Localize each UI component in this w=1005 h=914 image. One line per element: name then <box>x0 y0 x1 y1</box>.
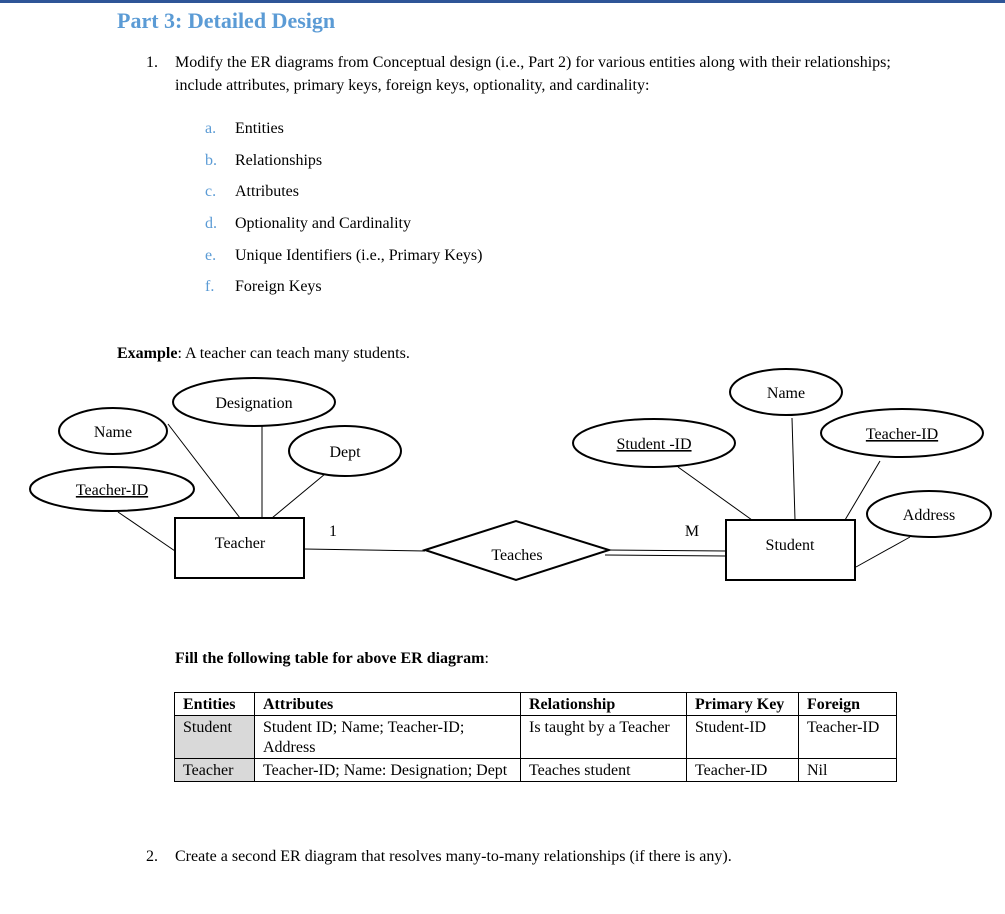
label-teacher-id: Teacher-ID <box>76 482 148 499</box>
label-address: Address <box>903 507 955 524</box>
cell-primary-key: Teacher-ID <box>686 758 799 782</box>
list-text: Optionality and Cardinality <box>235 215 411 232</box>
header-rule <box>0 0 1005 3</box>
question-number: 2. <box>146 848 158 865</box>
attribute-designation <box>172 377 336 427</box>
list-item: e. Unique Identifiers (i.e., Primary Keys… <box>205 247 482 265</box>
question-2: 2. Create a second ER diagram that resol… <box>146 848 732 866</box>
question-text: Modify the ER diagrams from Conceptual d… <box>175 54 891 94</box>
connectors <box>117 417 911 568</box>
label-name: Name <box>94 424 132 441</box>
connector <box>271 473 326 519</box>
list-item: a. Entities <box>205 120 284 138</box>
table-header-row: Entities Attributes Relationship Primary… <box>174 692 897 716</box>
connector <box>117 511 176 552</box>
label-student: Student <box>766 537 815 554</box>
cell-foreign: Teacher-ID <box>798 715 897 759</box>
label-student-id: Student -ID <box>616 436 691 453</box>
entity-teacher <box>174 517 305 579</box>
connector <box>844 460 881 521</box>
example-text: : A teacher can teach many students. <box>177 345 410 362</box>
attribute-student-name <box>729 368 843 416</box>
list-letter: b. <box>205 152 217 169</box>
label-dept: Dept <box>329 444 361 461</box>
page-title: Part 3: Detailed Design <box>117 8 336 33</box>
connector <box>167 423 241 519</box>
cell-attributes: Teacher-ID; Name: Designation; Dept <box>254 758 521 782</box>
label-student-name: Name <box>767 385 805 402</box>
connector <box>604 554 727 557</box>
header-attributes: Attributes <box>254 692 521 716</box>
table-row: Teacher Teacher-ID; Name: Designation; D… <box>174 758 897 782</box>
list-item: b. Relationships <box>205 152 322 170</box>
header-primary-key: Primary Key <box>686 692 799 716</box>
attribute-name <box>58 407 168 455</box>
header-foreign: Foreign <box>798 692 897 716</box>
connector <box>604 549 727 552</box>
connector <box>677 466 753 521</box>
list-letter: f. <box>205 278 215 295</box>
attribute-foreign-teacher-id <box>820 408 984 458</box>
list-letter: c. <box>205 183 217 200</box>
list-text: Attributes <box>235 183 299 200</box>
cardinality-many: M <box>685 523 699 540</box>
list-item: f. Foreign Keys <box>205 278 322 296</box>
example: Example: A teacher can teach many studen… <box>117 345 410 363</box>
example-label: Example <box>117 345 178 362</box>
list-text: Entities <box>235 120 284 137</box>
attribute-address <box>866 490 992 538</box>
relationship-teaches <box>421 519 613 582</box>
instruction-text: Fill the following table for above ER di… <box>175 650 485 667</box>
label-designation: Designation <box>215 395 292 412</box>
question-text: Create a second ER diagram that resolves… <box>175 848 732 865</box>
list-text: Relationships <box>235 152 323 169</box>
list-letter: d. <box>205 215 217 232</box>
header-relationship: Relationship <box>520 692 687 716</box>
list-item: d. Optionality and Cardinality <box>205 215 411 233</box>
attribute-student-id <box>572 418 736 468</box>
table-row: Student Student ID; Name; Teacher-ID; Ad… <box>174 715 897 759</box>
cell-entity: Teacher <box>174 758 255 782</box>
cell-primary-key: Student-ID <box>686 715 799 759</box>
cell-entity: Student <box>174 715 255 759</box>
cell-relationship: Teaches student <box>520 758 687 782</box>
cell-attributes: Student ID; Name; Teacher-ID; Address <box>254 715 521 759</box>
list-text: Unique Identifiers (i.e., Primary Keys) <box>235 247 483 264</box>
header-entities: Entities <box>174 692 255 716</box>
connector <box>855 536 911 568</box>
entity-student <box>725 519 856 581</box>
list-text: Foreign Keys <box>235 278 322 295</box>
attribute-teacher-id <box>29 466 195 512</box>
list-letter: e. <box>205 247 217 264</box>
table-instruction: Fill the following table for above ER di… <box>175 650 489 668</box>
instruction-colon: : <box>484 650 489 667</box>
er-table: Entities Attributes Relationship Primary… <box>174 692 897 782</box>
list-letter: a. <box>205 120 217 137</box>
list-item: c. Attributes <box>205 183 299 201</box>
connector <box>791 417 796 521</box>
er-diagram: Designation Name Dept Teacher-ID Teacher… <box>29 368 992 582</box>
label-teaches: Teaches <box>491 547 542 564</box>
cardinality-one: 1 <box>329 523 337 540</box>
cell-foreign: Nil <box>798 758 897 782</box>
connector <box>303 548 426 552</box>
label-teacher: Teacher <box>215 535 266 552</box>
question-number: 1. <box>146 54 158 71</box>
attribute-dept <box>288 425 402 477</box>
label-foreign-teacher-id: Teacher-ID <box>866 426 938 443</box>
cell-relationship: Is taught by a Teacher <box>520 715 687 759</box>
